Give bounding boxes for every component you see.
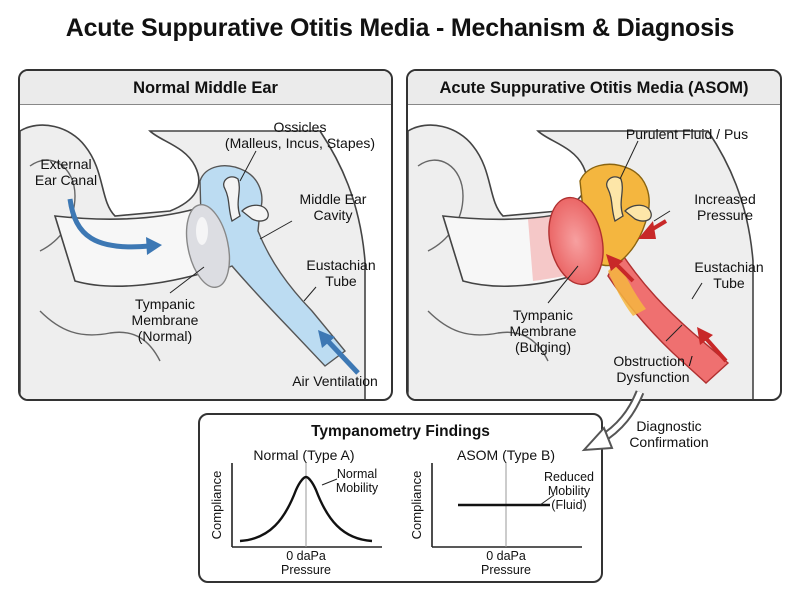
pinna-inner-fold bbox=[29, 159, 76, 252]
lobe-fold bbox=[39, 310, 161, 362]
page-title: Acute Suppurative Otitis Media - Mechani… bbox=[65, 14, 735, 42]
ossicles-shape bbox=[606, 176, 652, 222]
tympanogram-charts bbox=[231, 463, 582, 548]
normal-ear-panel: Normal Middle Ear Ossicles(Malleus, Incu… bbox=[18, 69, 393, 401]
asom-ear-panel: Acute Suppurative Otitis Media (ASOM) Pu… bbox=[406, 69, 782, 401]
chart-a-ylabel: Compliance bbox=[209, 470, 224, 540]
tympanometry-title: Tympanometry Findings bbox=[311, 423, 490, 440]
air-ventilation-label: Air Ventilation bbox=[292, 373, 378, 389]
asom-panel-header: Acute Suppurative Otitis Media (ASOM) bbox=[408, 71, 780, 105]
obstruction-label: Obstruction /Dysfunction bbox=[613, 353, 693, 385]
normal-panel-header: Normal Middle Ear bbox=[20, 71, 391, 105]
ossicles-label: Ossicles(Malleus, Incus, Stapes) bbox=[224, 119, 376, 151]
normal-ear-illustration bbox=[20, 124, 366, 399]
chart-b-ylabel: Compliance bbox=[409, 470, 424, 540]
chart-a-title: Normal (Type A) bbox=[253, 447, 355, 463]
tympanic-membrane-bulging bbox=[548, 196, 604, 286]
purulent-fluid-label: Purulent Fluid / Pus bbox=[625, 126, 749, 142]
canal-air-arrow bbox=[67, 198, 151, 250]
chart-b-title: ASOM (Type B) bbox=[456, 447, 556, 463]
tympanometry-panel: Tympanometry Findings Normal (Type A) No… bbox=[198, 413, 603, 583]
chart-a-curve bbox=[239, 475, 373, 543]
asom-ear-illustration bbox=[408, 124, 754, 399]
ossicles-shape bbox=[223, 176, 269, 222]
